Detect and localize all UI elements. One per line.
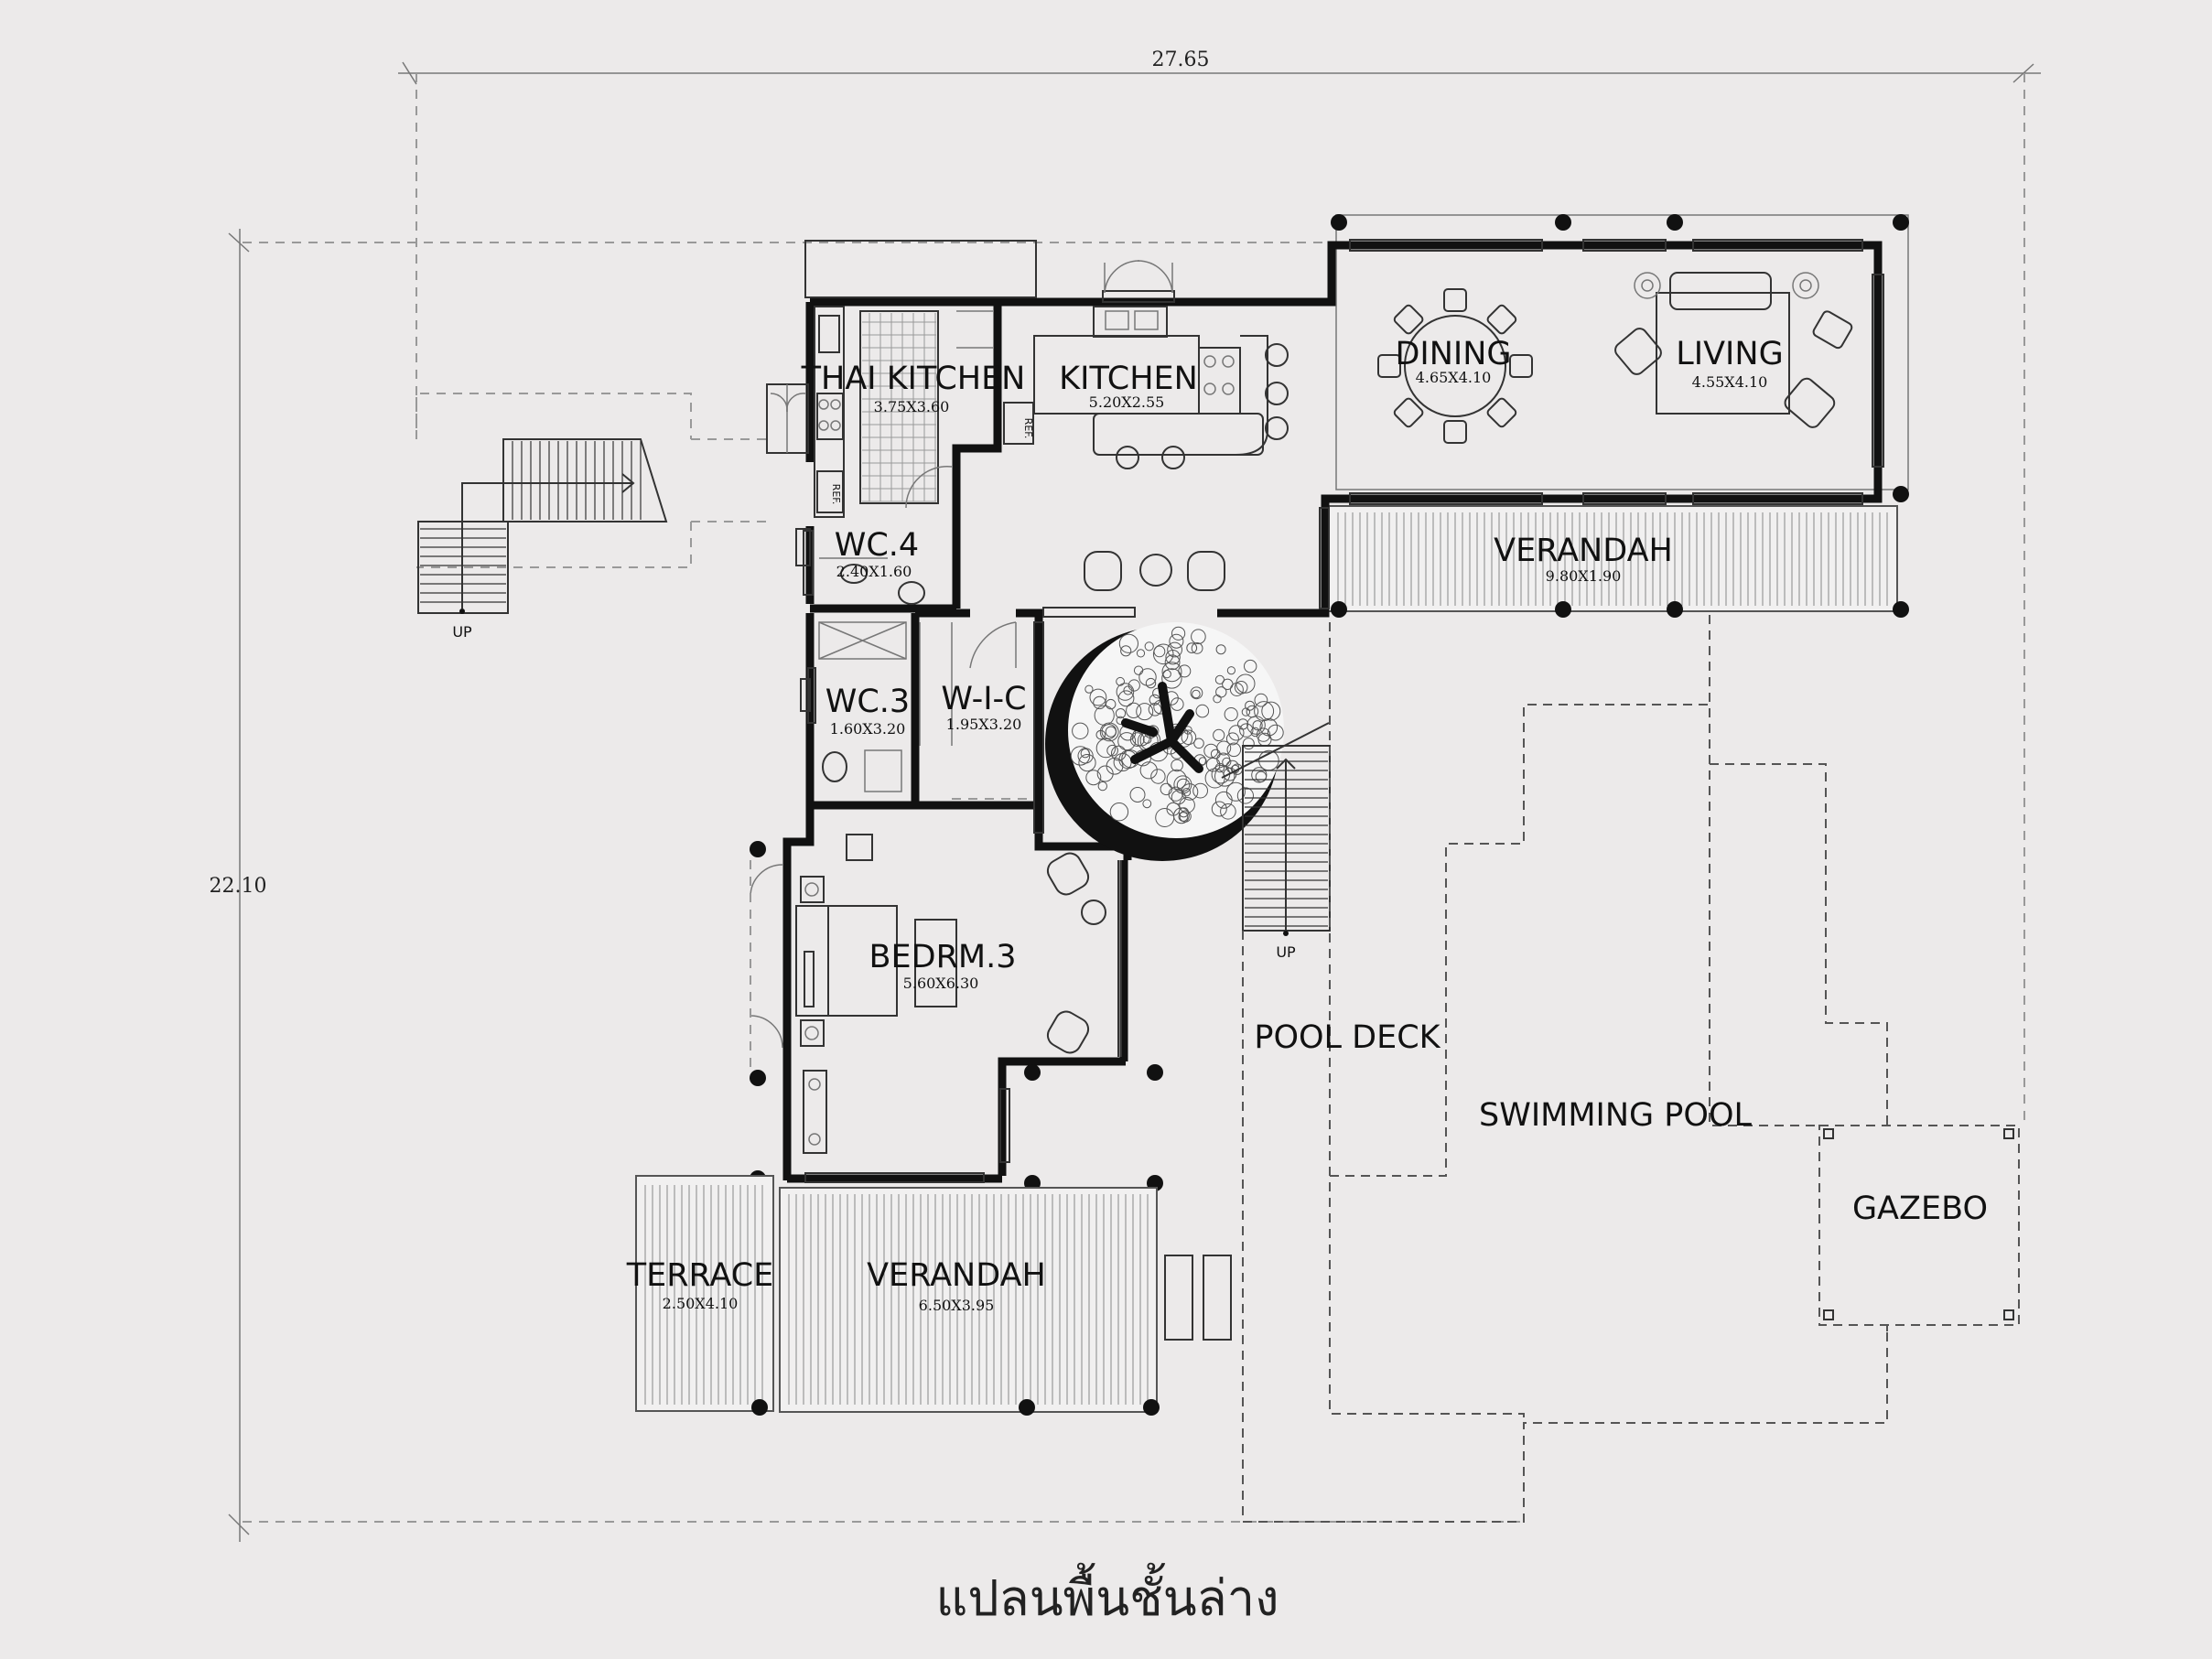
verandah-bottom-posts [751, 1399, 1160, 1416]
windows [803, 239, 1884, 1183]
ref-label-kitchen: REF. [1022, 418, 1034, 439]
height-dimension: 22.10 [210, 875, 267, 898]
room-size-dining: 4.65X4.10 [1416, 369, 1492, 386]
room-size-terrace: 2.50X4.10 [663, 1295, 739, 1312]
room-size-living: 4.55X4.10 [1692, 373, 1768, 391]
kitchen-door [1102, 260, 1175, 303]
room-size-thai-kitchen: 3.75X3.60 [874, 398, 950, 415]
right-staircase [1221, 722, 1331, 936]
left-staircase [415, 393, 773, 614]
room-name-wc4: WC.4 [835, 527, 919, 564]
room-name-wic: W-I-C [941, 681, 1026, 717]
room-name-gazebo: GAZEBO [1852, 1190, 1988, 1227]
verandah-top-slats [1337, 512, 1888, 606]
stair-up-label-left: UP [452, 623, 472, 641]
room-name-living: LIVING [1676, 336, 1783, 372]
thai-kitchen-fixtures [766, 306, 993, 518]
room-name-kitchen: KITCHEN [1059, 361, 1198, 397]
room-size-verandah-top: 9.80X1.90 [1546, 567, 1622, 585]
room-size-kitchen: 5.20X2.55 [1089, 393, 1165, 411]
room-name-verandah-bottom: VERANDAH [867, 1257, 1046, 1294]
bedroom3-furniture [750, 834, 1106, 1154]
dimension-lines [228, 61, 2041, 1542]
ref-label-thai: REF. [830, 484, 842, 505]
room-name-dining: DINING [1395, 336, 1511, 372]
room-size-verandah-bottom: 6.50X3.95 [919, 1297, 995, 1314]
width-dimension: 27.65 [1152, 48, 1210, 71]
living-furniture [1614, 272, 1853, 428]
wc4-fixtures [795, 528, 925, 605]
room-name-wc3: WC.3 [825, 684, 910, 720]
room-name-pool-deck: POOL DECK [1254, 1019, 1440, 1056]
kitchen-fixtures [1003, 306, 1289, 469]
dining-table [1377, 288, 1533, 444]
terrace-deck [635, 1175, 774, 1412]
room-size-wc3: 1.60X3.20 [830, 720, 906, 738]
plan-caption: แปลนพื้นชั้นล่าง [936, 1563, 1279, 1627]
room-size-wc4: 2.40X1.60 [836, 563, 912, 580]
verandah-bottom-deck [779, 1187, 1158, 1413]
room-name-swimming-pool: SWIMMING POOL [1479, 1097, 1752, 1134]
terrace-slats [644, 1185, 763, 1405]
room-name-bedroom3: BEDRM.3 [869, 939, 1017, 975]
room-size-wic: 1.95X3.20 [946, 716, 1022, 733]
wc3-fixtures [800, 621, 1034, 800]
verandah-top-posts [1331, 214, 1909, 618]
tree [1045, 622, 1284, 861]
verandah-bottom-slats [788, 1194, 1149, 1405]
room-name-terrace: TERRACE [626, 1257, 774, 1294]
stair-up-label-right: UP [1276, 943, 1296, 961]
room-name-verandah-top: VERANDAH [1494, 533, 1673, 569]
room-name-thai-kitchen: THAI KITCHEN [801, 361, 1026, 397]
lounge-chairs [1084, 551, 1225, 591]
room-size-bedroom3: 5.60X6.30 [903, 975, 979, 992]
pool-outlines [1164, 615, 2020, 1523]
